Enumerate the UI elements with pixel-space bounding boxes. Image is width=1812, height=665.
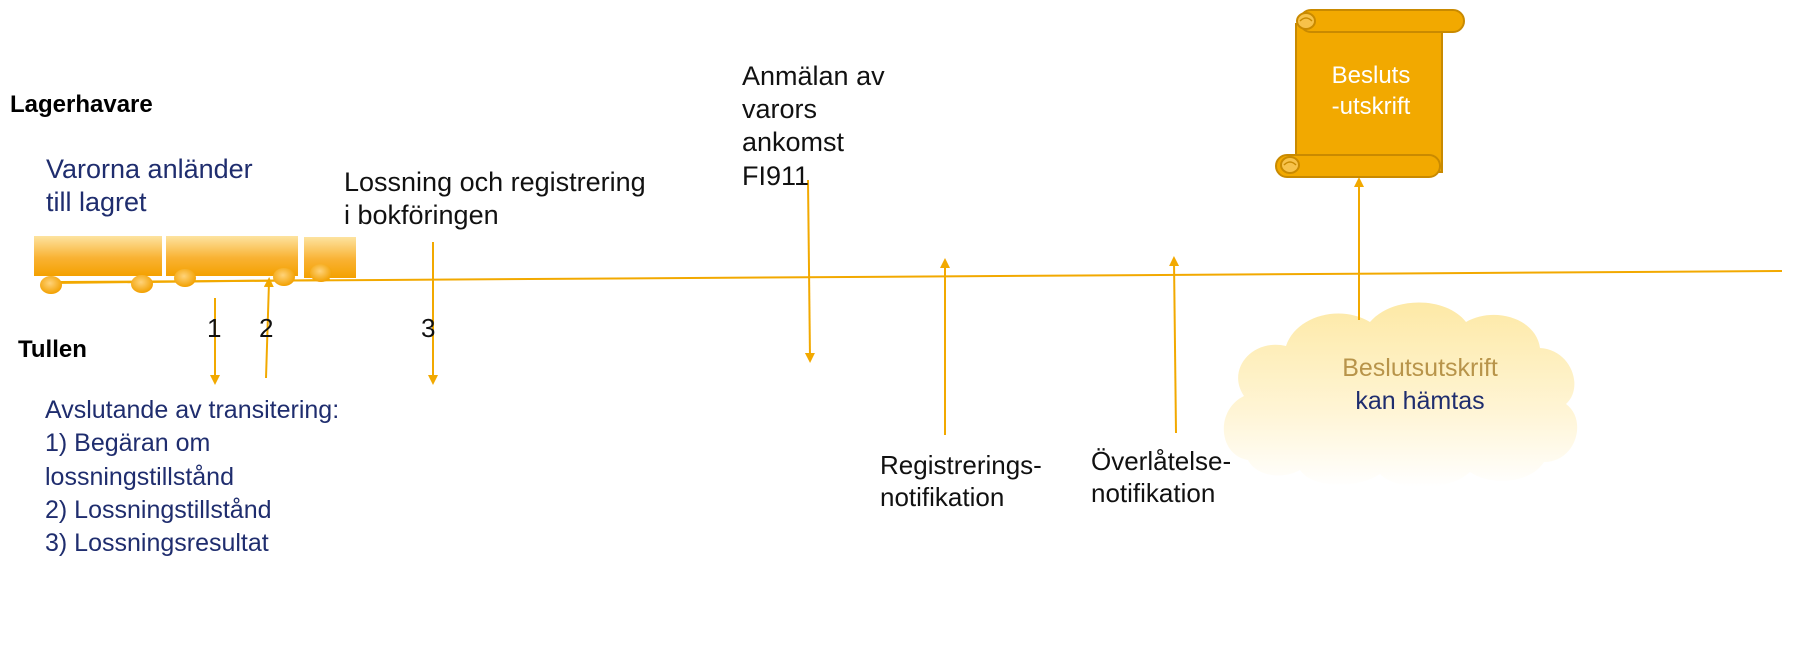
transfer-notification-text: Överlåtelse- notifikation [1091, 446, 1231, 509]
cloud-text: Beslutsutskrift kan hämtas [1300, 352, 1540, 417]
cloud-line-2: kan hämtas [1355, 386, 1485, 415]
scroll-line-1: Besluts [1331, 62, 1411, 89]
scroll-icon [1275, 9, 1465, 178]
notice-text: Anmälan av varors ankomst FI911 [742, 60, 885, 193]
scroll-line-2: -utskrift [1331, 93, 1411, 121]
registration-notification-text: Registrerings- notifikation [880, 450, 1042, 513]
transfer-line-2: notifikation [1091, 477, 1216, 508]
truck-icon [34, 236, 356, 294]
scroll-text: Besluts -utskrift [1306, 60, 1436, 122]
registration-line-1: Registrerings- [880, 450, 1042, 480]
registration-line-2: notifikation [880, 481, 1005, 512]
arrival-line-2: till lagret [46, 186, 147, 217]
cloud-line-1: Beslutsutskrift [1342, 354, 1498, 382]
transit-title: Avslutande av transitering: [45, 396, 340, 424]
notice-line-2: varors [742, 94, 818, 125]
timeline-axis [59, 270, 1783, 283]
step-number-2: 2 [259, 313, 274, 343]
transit-list: Avslutande av transitering: 1) Begäran o… [45, 394, 339, 560]
arrow-notice [804, 179, 815, 363]
transit-item-3: 3) Lossningsresultat [45, 529, 269, 557]
unloading-text: Lossning och registrering i bokföringen [344, 166, 646, 232]
role-top-label: Lagerhavare [10, 91, 153, 118]
role-bottom-label: Tullen [18, 336, 87, 363]
notice-line-3: ankomst [742, 127, 845, 158]
arrow-transfer-notification [1169, 256, 1180, 434]
unloading-line-1: Lossning och registrering [344, 167, 646, 197]
step-number-1: 1 [207, 313, 222, 343]
notice-line-4: FI911 [742, 160, 810, 191]
transit-item-2: 2) Lossningstillstånd [45, 495, 272, 524]
transit-item-1a: 1) Begäran om [45, 429, 211, 458]
arrival-line-1: Varorna anländer [46, 154, 253, 184]
arrival-text: Varorna anländer till lagret [46, 153, 253, 219]
transfer-line-1: Överlåtelse- [1091, 446, 1232, 476]
cloud-shape [1223, 302, 1578, 488]
arrow-step-2 [263, 277, 274, 379]
notice-line-1: Anmälan av [742, 61, 885, 91]
step-number-3: 3 [421, 313, 436, 343]
unloading-line-2: i bokföringen [344, 199, 499, 230]
transit-item-1b: lossningstillstånd [45, 462, 234, 491]
